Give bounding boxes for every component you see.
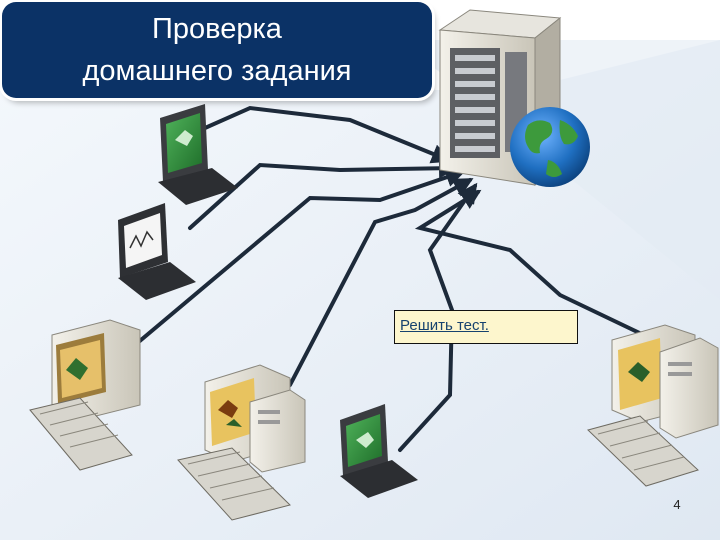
network-cables [133,105,652,452]
globe-icon [510,107,590,187]
laptop-icon [158,104,238,205]
test-link-box[interactable]: Решить тест. [394,310,578,344]
title-banner: Проверка домашнего задания [2,2,432,98]
laptop-icon [118,203,196,300]
keyboard-icon [29,397,133,471]
keyboard-icon [177,447,291,521]
pc-tower-icon [249,389,306,473]
pc-tower-icon [659,337,719,439]
slide-title: Проверка домашнего задания [82,13,352,87]
solve-test-link[interactable]: Решить тест. [400,317,489,334]
keyboard-icon [587,415,699,487]
slide-number: 4 [673,497,681,512]
laptop-icon [340,404,418,498]
crt-monitor-icon [51,319,141,421]
